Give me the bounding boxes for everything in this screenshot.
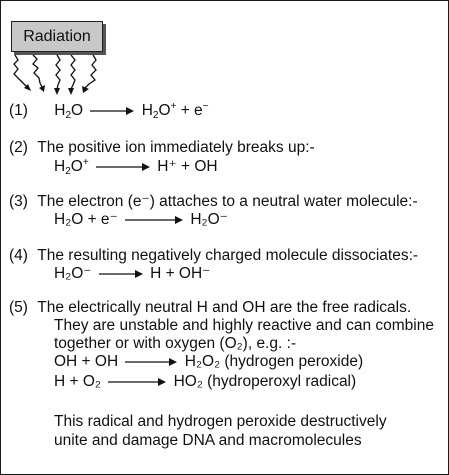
equation-lhs: H₂O⁻ <box>54 265 92 282</box>
step-number: (1) <box>9 102 28 119</box>
equation-lhs: H₂O + e⁻ <box>54 211 118 228</box>
equation-rhs: HO₂ (hydroperoxyl radical) <box>173 373 357 390</box>
reaction-arrow-icon <box>90 106 135 115</box>
reaction-arrow-icon <box>95 162 150 171</box>
reaction-arrow-icon <box>125 215 184 224</box>
equation-lhs: H2O <box>54 102 84 121</box>
radiation-label: Radiation <box>23 27 91 45</box>
step-5-heading: (5) The electrically neutral H and OH ar… <box>9 299 411 317</box>
equation-lhs: H + O₂ <box>54 373 101 390</box>
reaction-hydrogen-peroxide: OH + OH H₂O₂ (hydrogen peroxide) <box>54 353 363 371</box>
step-2-equation: H2O+ H⁺ + OH <box>54 157 218 177</box>
reaction-arrow-icon <box>125 357 178 366</box>
reaction-arrow-icon <box>98 269 143 278</box>
step-4-heading: (4) The resulting negatively charged mol… <box>9 247 418 265</box>
step-3-equation: H₂O + e⁻ H₂O⁻ <box>54 211 228 229</box>
step-3-heading: (3) The electron (e⁻) attaches to a neut… <box>9 193 418 211</box>
step-2-heading: (2) The positive ion immediately breaks … <box>9 139 315 157</box>
radiation-rays-icon <box>13 54 97 95</box>
step-4-equation: H₂O⁻ H + OH⁻ <box>54 265 210 283</box>
equation-rhs: H⁺ + OH <box>157 158 218 175</box>
reaction-arrow-icon <box>108 377 167 386</box>
step-5-text-line: They are unstable and highly reactive an… <box>54 317 434 334</box>
step-text: The electron (e⁻) attaches to a neutral … <box>37 193 418 210</box>
conclusion-line: unite and damage DNA and macromolecules <box>54 432 362 449</box>
reaction-hydroperoxyl: H + O₂ HO₂ (hydroperoxyl radical) <box>54 373 356 391</box>
step-number: (5) <box>9 299 28 316</box>
conclusion-line: This radical and hydrogen peroxide destr… <box>54 413 387 430</box>
equation-rhs: H + OH⁻ <box>150 265 211 282</box>
step-text: The resulting negatively charged molecul… <box>37 247 419 264</box>
step-5-text-line: together or with oxygen (O₂), e.g. :- <box>54 335 297 352</box>
equation-rhs: H₂O₂ (hydrogen peroxide) <box>184 353 364 370</box>
step-1: (1) H2O H2O+ + e− <box>9 101 209 121</box>
step-text: The positive ion immediately breaks up:- <box>37 139 315 156</box>
step-number: (2) <box>9 139 28 156</box>
radiation-box: Radiation <box>11 21 103 52</box>
step-number: (3) <box>9 193 28 210</box>
step-text: The electrically neutral H and OH are th… <box>37 299 412 316</box>
equation-lhs: H2O+ <box>54 157 89 177</box>
equation-rhs: H2O+ + e− <box>141 101 209 121</box>
step-number: (4) <box>9 247 28 264</box>
equation-lhs: OH + OH <box>54 353 119 370</box>
equation-rhs: H₂O⁻ <box>190 211 228 228</box>
